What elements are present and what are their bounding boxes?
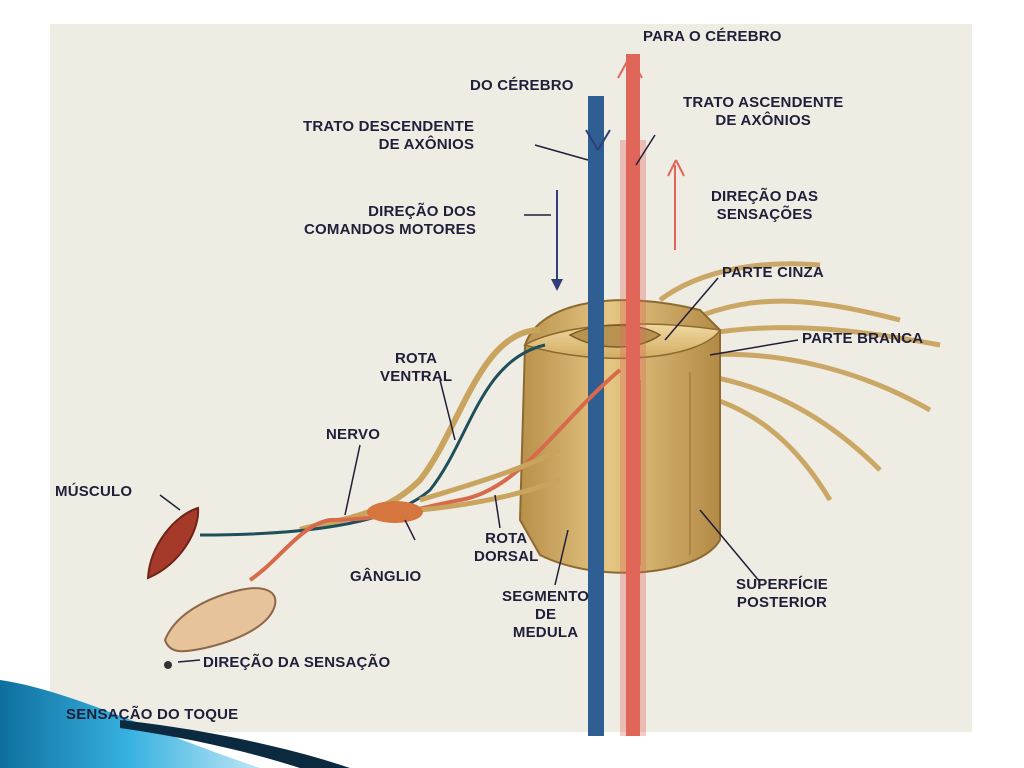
label-trato-descendente: TRATO DESCENDENTE DE AXÔNIOS bbox=[303, 118, 475, 153]
label-rota-dorsal: ROTA DORSAL bbox=[474, 530, 539, 565]
muscle-icon bbox=[146, 506, 200, 580]
label-parte-branca: PARTE BRANCA bbox=[802, 330, 924, 347]
leader-lines bbox=[159, 134, 799, 663]
label-rota-ventral: ROTA VENTRAL bbox=[380, 350, 453, 385]
label-sensacao-toque: SENSAÇÃO DO TOQUE bbox=[66, 706, 239, 723]
label-nervo: NERVO bbox=[326, 426, 381, 443]
label-direcao-sensacoes: DIREÇÃO DAS SENSAÇÕES bbox=[711, 188, 819, 223]
label-trato-ascendente: TRATO ASCENDENTE DE AXÔNIOS bbox=[683, 94, 844, 129]
label-musculo: MÚSCULO bbox=[55, 483, 133, 500]
label-parte-cinza: PARTE CINZA bbox=[722, 264, 824, 281]
label-direcao-sensacao: DIREÇÃO DA SENSAÇÃO bbox=[203, 654, 391, 671]
label-segmento-medula: SEGMENTO DE MEDULA bbox=[502, 588, 590, 641]
ganglion bbox=[367, 501, 423, 523]
label-direcao-comandos: DIREÇÃO DOS COMANDOS MOTORES bbox=[304, 203, 477, 238]
slide-accent-stripe bbox=[120, 720, 350, 768]
ascending-tract-glow bbox=[620, 140, 646, 736]
ascending-tract bbox=[626, 54, 640, 736]
finger-icon bbox=[163, 587, 277, 669]
label-para-o-cerebro: PARA O CÉREBRO bbox=[643, 28, 782, 45]
label-do-cerebro: DO CÉREBRO bbox=[470, 77, 574, 94]
label-ganglio: GÂNGLIO bbox=[350, 568, 422, 585]
descending-tract bbox=[588, 96, 604, 736]
direction-arrows bbox=[551, 55, 685, 291]
nerve-fibers-right bbox=[658, 261, 941, 502]
label-superficie-posterior: SUPERFÍCIE POSTERIOR bbox=[736, 576, 829, 611]
